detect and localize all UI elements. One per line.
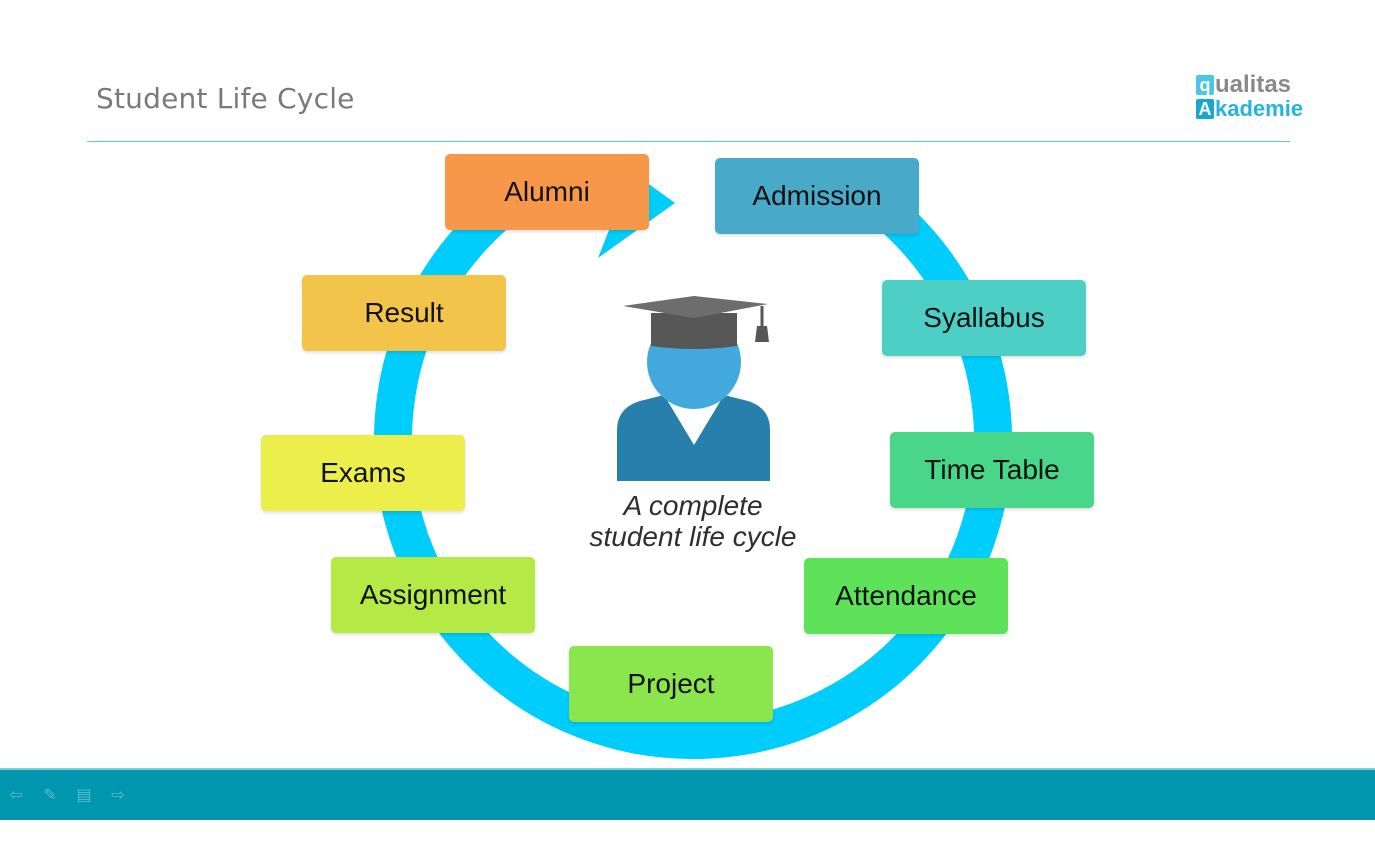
graduate-cap-band (651, 313, 737, 349)
stage-assignment: Assignment (331, 557, 535, 633)
footer-bar: ⇦ ✎ ▤ ⇨ (0, 768, 1375, 820)
forward-arrow-icon[interactable]: ⇨ (111, 784, 125, 804)
brand-logo: q ualitas A kademie (1196, 72, 1328, 124)
logo-badge-q: q (1196, 75, 1214, 95)
graduate-cap-board (623, 296, 768, 318)
logo-badge-a: A (1196, 99, 1214, 119)
stage-result: Result (302, 275, 506, 351)
stage-alumni: Alumni (445, 154, 649, 230)
graduate-student-icon (617, 296, 770, 481)
graduate-body (617, 395, 770, 481)
stage-syallabus: Syallabus (882, 280, 1086, 356)
stage-time-table: Time Table (890, 432, 1094, 508)
stage-exams: Exams (261, 435, 465, 511)
logo-text-kademie: kademie (1215, 96, 1304, 121)
logo-text-ualitas: ualitas (1215, 71, 1292, 98)
slide-title: Student Life Cycle (96, 82, 355, 115)
title-divider (87, 141, 1290, 142)
stage-project: Project (569, 646, 773, 722)
caption-line-1: A complete (623, 490, 763, 521)
graduate-tassel (755, 326, 769, 342)
diagram-caption: A complete student life cycle (548, 490, 838, 552)
cycle-ring (374, 158, 1012, 759)
presentation-toolbar: ⇦ ✎ ▤ ⇨ (6, 784, 128, 804)
logo-line-2: A kademie (1196, 96, 1303, 122)
stage-attendance: Attendance (804, 558, 1008, 634)
pen-icon[interactable]: ✎ (43, 784, 57, 804)
caption-line-2: student life cycle (589, 521, 797, 552)
back-arrow-icon[interactable]: ⇦ (9, 784, 23, 804)
stage-admission: Admission (715, 158, 919, 234)
logo-line-1: q ualitas (1196, 72, 1291, 98)
menu-icon[interactable]: ▤ (76, 784, 92, 804)
